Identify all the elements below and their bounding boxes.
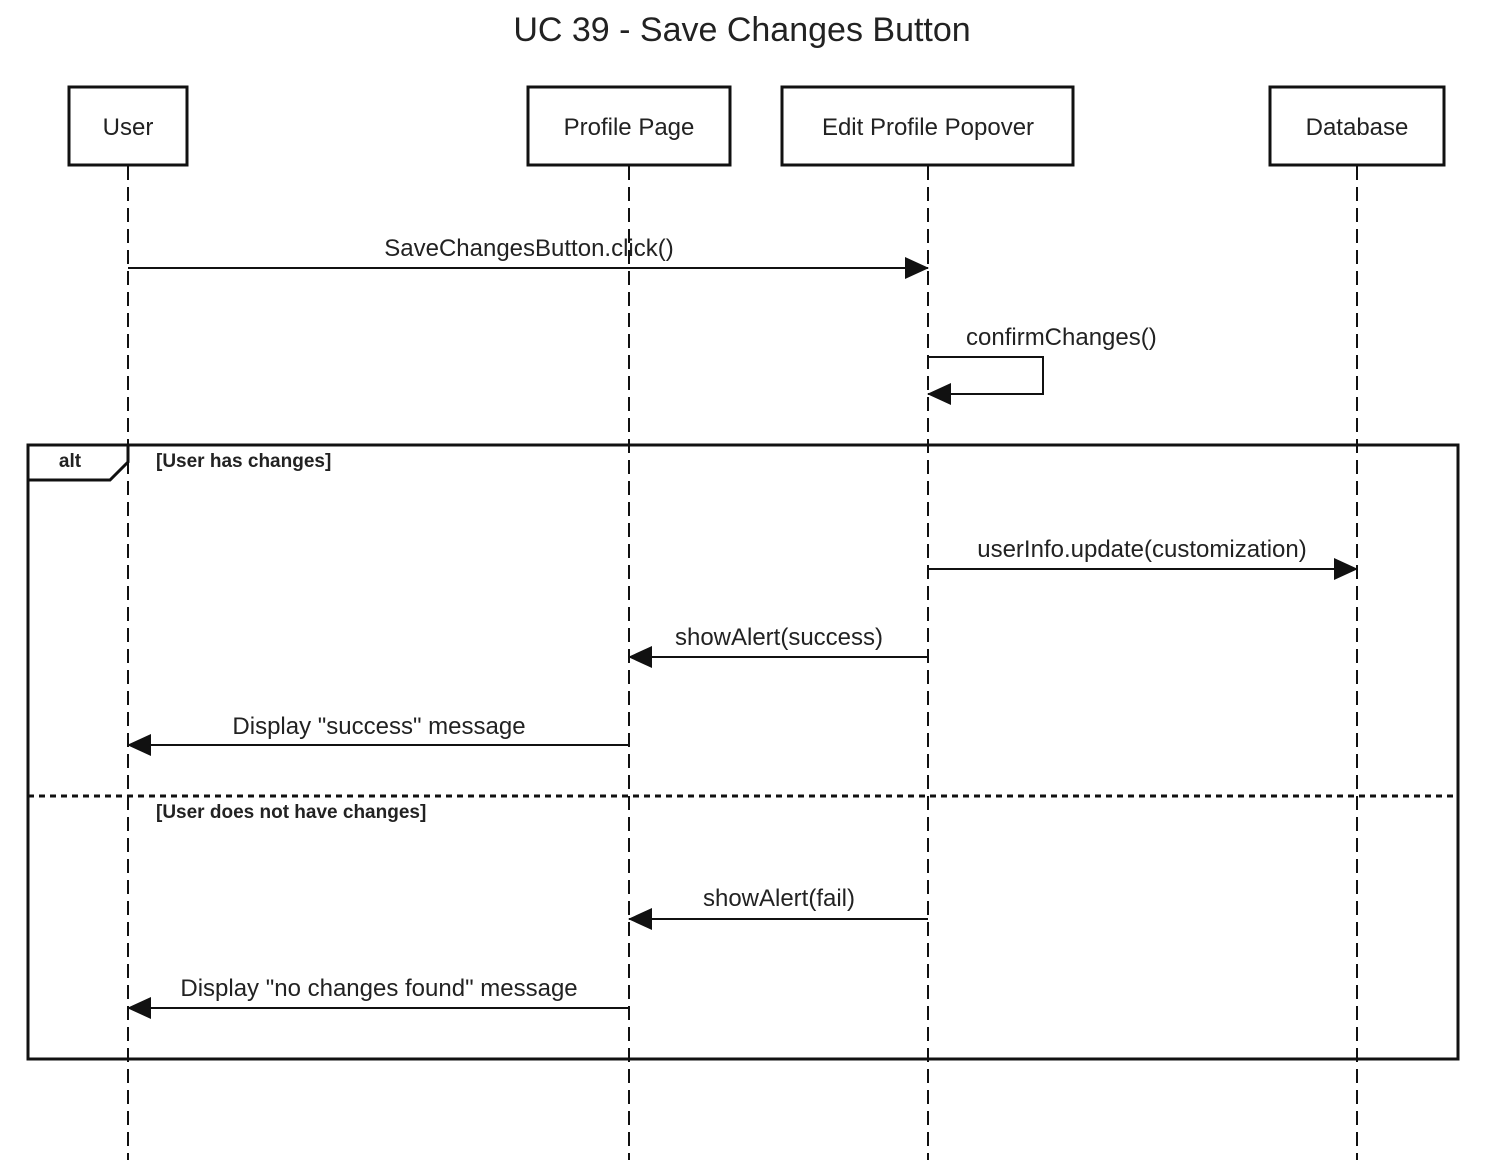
actor-edit-profile-popover: Edit Profile Popover <box>780 85 1075 167</box>
actor-user-label: User <box>103 114 154 141</box>
message-label: SaveChangesButton.click() <box>384 235 673 262</box>
message-label: Display "success" message <box>232 713 525 740</box>
actor-user: User <box>67 85 189 167</box>
message-save-changes-click: SaveChangesButton.click() <box>128 235 929 279</box>
alt-operator-tab <box>28 445 130 482</box>
message-display-no-changes: Display "no changes found" message <box>127 975 629 1019</box>
message-label: confirmChanges() <box>966 324 1157 351</box>
actor-edit-profile-popover-label: Edit Profile Popover <box>822 114 1034 141</box>
message-userinfo-update: userInfo.update(customization) <box>928 536 1358 580</box>
message-confirm-changes: confirmChanges() <box>927 324 1157 405</box>
diagram-title: UC 39 - Save Changes Button <box>513 11 970 49</box>
lifelines <box>127 166 1358 1160</box>
alt-fragment: alt [User has changes] [User does not ha… <box>26 443 1460 1061</box>
message-arrow <box>927 356 1044 405</box>
guard-no-changes: [User does not have changes] <box>156 802 426 823</box>
message-label: userInfo.update(customization) <box>977 536 1307 563</box>
message-show-alert-success: showAlert(success) <box>628 624 928 668</box>
alt-fragment-frame <box>26 443 1460 1061</box>
message-show-alert-fail: showAlert(fail) <box>628 885 928 930</box>
actor-profile-page-label: Profile Page <box>564 114 695 141</box>
actor-database-label: Database <box>1306 114 1409 141</box>
actor-profile-page: Profile Page <box>526 85 732 167</box>
alt-operator-label: alt <box>59 451 82 472</box>
message-display-success: Display "success" message <box>127 713 629 756</box>
message-label: Display "no changes found" message <box>180 975 577 1002</box>
guard-has-changes: [User has changes] <box>156 451 331 472</box>
message-label: showAlert(success) <box>675 624 883 651</box>
actor-database: Database <box>1268 85 1446 167</box>
message-label: showAlert(fail) <box>703 885 855 912</box>
